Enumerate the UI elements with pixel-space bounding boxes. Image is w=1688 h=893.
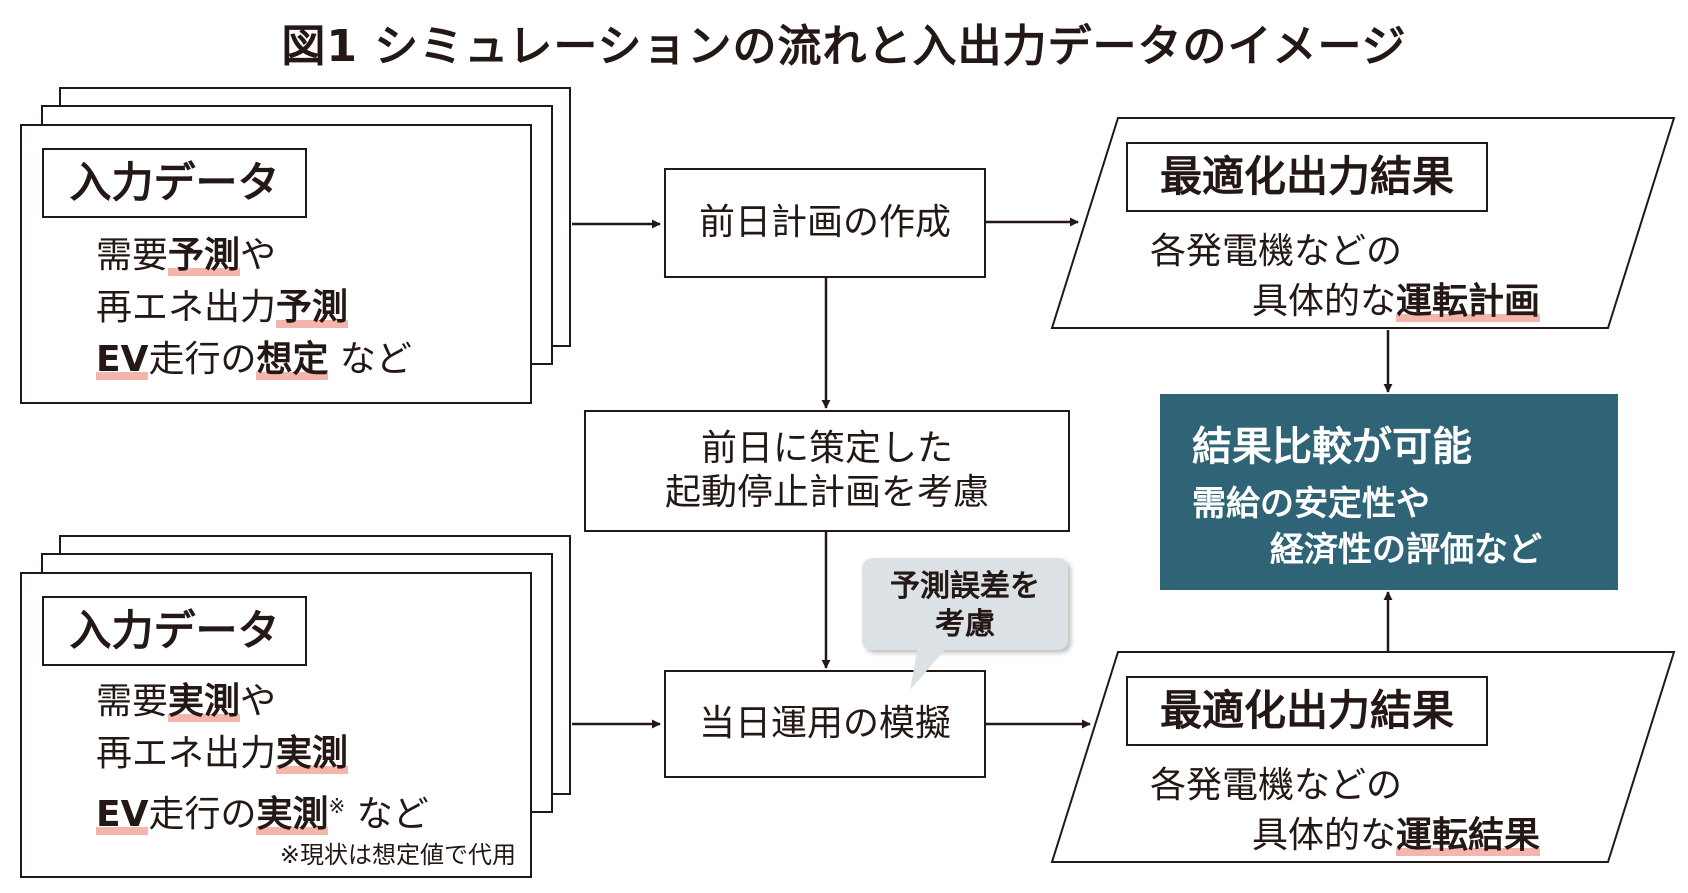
comparison-line-2: 経済性の評価など (1270, 530, 1542, 570)
input-actual-line-2: 再エネ出力実測 (96, 733, 349, 774)
same-day-operation-label: 当日運用の模擬 (698, 703, 951, 744)
output-result-line-1: 各発電機などの (1150, 765, 1403, 806)
output-plan-panel: 最適化出力結果 各発電機などの 具体的な運転計画 (1052, 118, 1674, 328)
input-forecast-line-3: EV走行の想定 など (96, 339, 412, 380)
input-forecast-panel: 入力データ 需要予測や 再エネ出力予測 EV走行の想定 など (20, 124, 532, 404)
input-forecast-lines: 需要予測や 再エネ出力予測 EV走行の想定 など (96, 230, 412, 386)
forecast-error-callout: 予測誤差を 考慮 (862, 558, 1068, 650)
comparison-panel: 結果比較が可能 需給の安定性や 経済性の評価など (1160, 394, 1618, 590)
consider-schedule-line-1: 前日に策定した (700, 428, 953, 469)
same-day-operation-box: 当日運用の模擬 (664, 670, 986, 778)
input-actual-panel: 入力データ 需要実測や 再エネ出力実測 EV走行の実測※ など ※現状は想定値で… (20, 572, 532, 878)
figure-title: 図1 シミュレーションの流れと入出力データのイメージ (281, 21, 1407, 72)
callout-line-1: 予測誤差を (890, 569, 1040, 604)
output-result-tag: 最適化出力結果 (1126, 676, 1488, 746)
comparison-line-1: 需給の安定性や (1192, 484, 1430, 524)
consider-schedule-line-2: 起動停止計画を考慮 (664, 472, 989, 513)
input-actual-line-1: 需要実測や (96, 681, 277, 722)
consider-schedule-box: 前日に策定した 起動停止計画を考慮 (584, 410, 1070, 532)
day-ahead-plan-box: 前日計画の作成 (664, 168, 986, 278)
comparison-title: 結果比較が可能 (1192, 424, 1472, 470)
input-forecast-line-1: 需要予測や (96, 235, 277, 276)
input-actual-tag: 入力データ (42, 596, 307, 666)
input-actual-line-3: EV走行の実測※ など (96, 794, 429, 835)
callout-tail (910, 646, 948, 690)
day-ahead-plan-label: 前日計画の作成 (698, 202, 951, 243)
output-plan-line-1: 各発電機などの (1150, 231, 1403, 272)
input-actual-lines: 需要実測や 再エネ出力実測 EV走行の実測※ など (96, 676, 429, 841)
input-forecast-tag: 入力データ (42, 148, 307, 218)
output-result-panel: 最適化出力結果 各発電機などの 具体的な運転結果 (1052, 652, 1674, 862)
input-actual-footnote: ※現状は想定値で代用 (279, 841, 516, 869)
output-plan-tag: 最適化出力結果 (1126, 142, 1488, 212)
input-forecast-line-2: 再エネ出力予測 (96, 287, 349, 328)
callout-line-2: 考慮 (935, 607, 995, 642)
output-result-line-2: 具体的な運転結果 (1252, 815, 1541, 856)
output-plan-line-2: 具体的な運転計画 (1252, 281, 1541, 322)
